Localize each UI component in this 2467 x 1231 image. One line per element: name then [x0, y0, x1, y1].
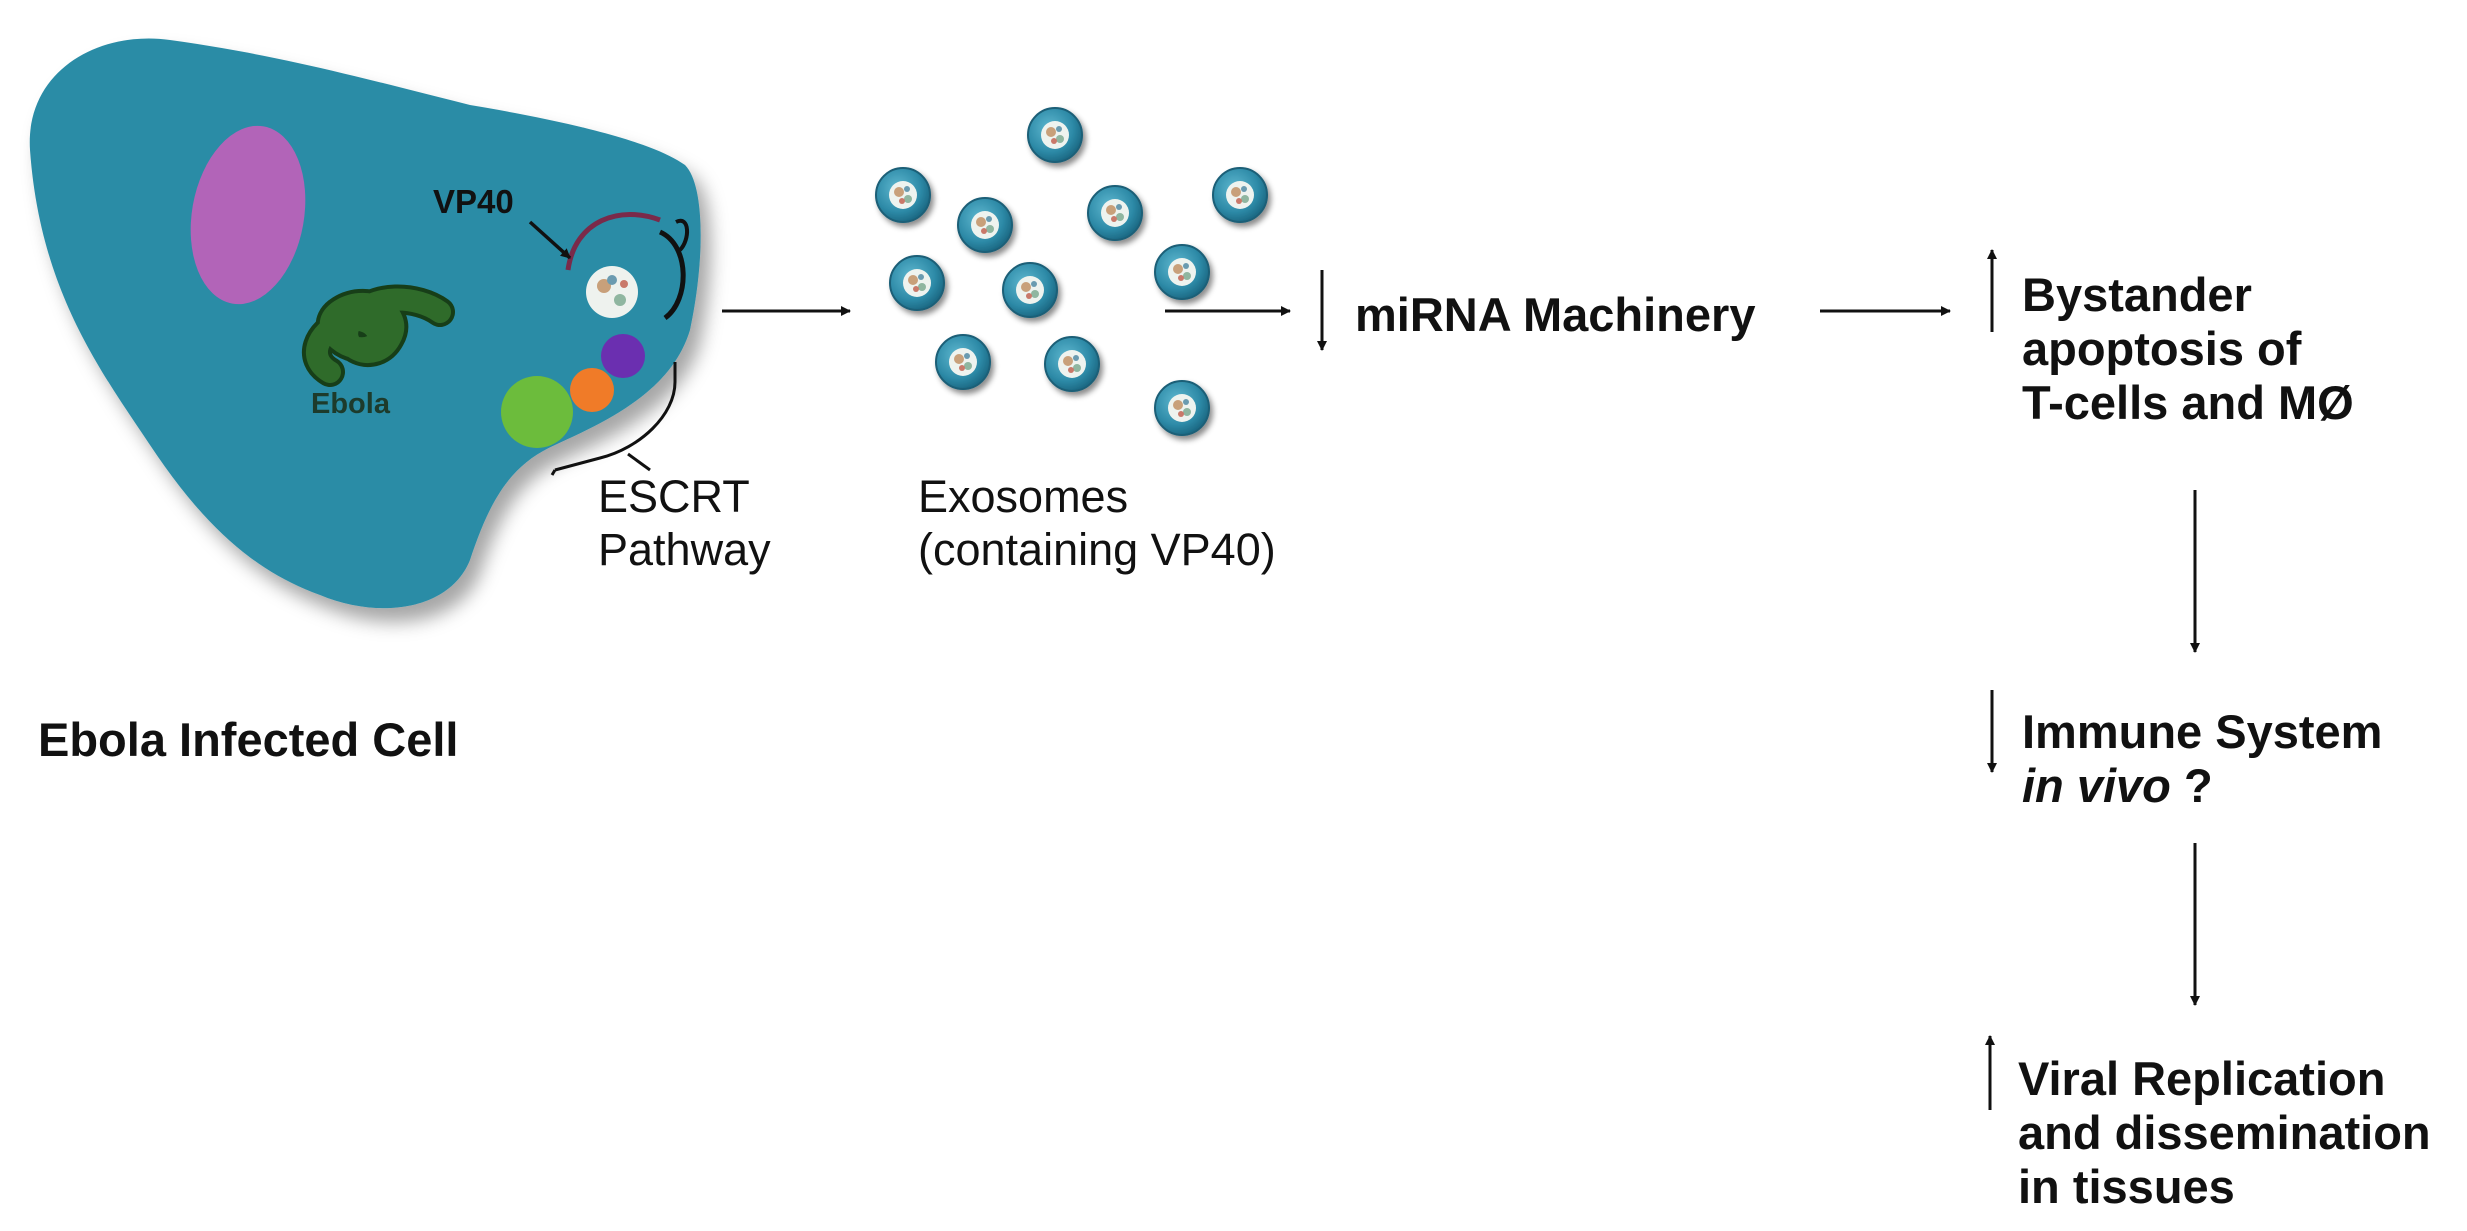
viral-replication-label: Viral Replication and dissemination in t…: [2018, 1052, 2431, 1214]
exosome: [889, 255, 945, 311]
escrt-purple-protein: [601, 334, 645, 378]
nucleus: [190, 125, 306, 305]
escrt-bracket: [554, 362, 677, 472]
exosome: [875, 167, 931, 223]
exosome: [1154, 380, 1210, 436]
exosome: [1044, 336, 1100, 392]
ebola-label: Ebola: [311, 388, 390, 420]
mirna-machinery-label: miRNA Machinery: [1355, 288, 1756, 341]
exosome: [957, 197, 1013, 253]
exosome: [1154, 244, 1210, 300]
escrt-green-protein: [501, 376, 573, 448]
exosome: [935, 334, 991, 390]
vp40-budding-icon: [565, 211, 689, 321]
exosomes-label: Exosomes (containing VP40): [918, 471, 1276, 576]
exosome-cluster: [875, 107, 1268, 436]
exosome: [1027, 107, 1083, 163]
ebola-virus-icon: [302, 284, 455, 387]
immune-system-label: Immune System in vivo ?: [2022, 705, 2383, 813]
vp40-label: VP40: [433, 183, 514, 220]
vp40-pointer-arrow: [528, 220, 572, 260]
exosome: [1087, 185, 1143, 241]
cell-title: Ebola Infected Cell: [38, 713, 459, 766]
exosome: [1212, 167, 1268, 223]
escrt-pathway-label: ESCRT Pathway: [598, 471, 771, 576]
escrt-orange-protein: [570, 368, 614, 412]
exosome: [1002, 262, 1058, 318]
bystander-apoptosis-label: Bystander apoptosis of T-cells and MØ: [2022, 268, 2354, 430]
